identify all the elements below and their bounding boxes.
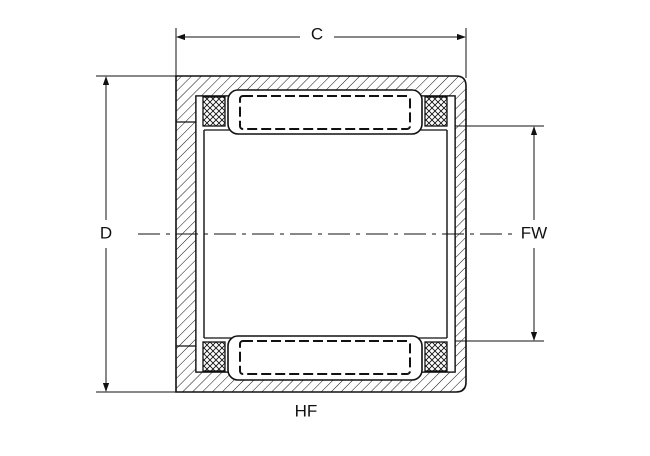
label-fw: FW bbox=[521, 223, 547, 242]
bottom-left-seal bbox=[202, 341, 226, 372]
dimension-fw: FW bbox=[455, 125, 554, 342]
dimension-c: C bbox=[175, 22, 467, 78]
label-d: D bbox=[100, 223, 112, 242]
top-left-seal bbox=[202, 96, 226, 127]
bottom-right-seal bbox=[424, 341, 448, 372]
label-c: C bbox=[311, 24, 323, 43]
bottom-needle-roller bbox=[227, 335, 423, 381]
label-hf: HF bbox=[295, 401, 318, 420]
top-right-seal bbox=[424, 96, 448, 127]
dimension-d: D bbox=[94, 75, 196, 393]
top-needle-roller bbox=[227, 89, 423, 135]
